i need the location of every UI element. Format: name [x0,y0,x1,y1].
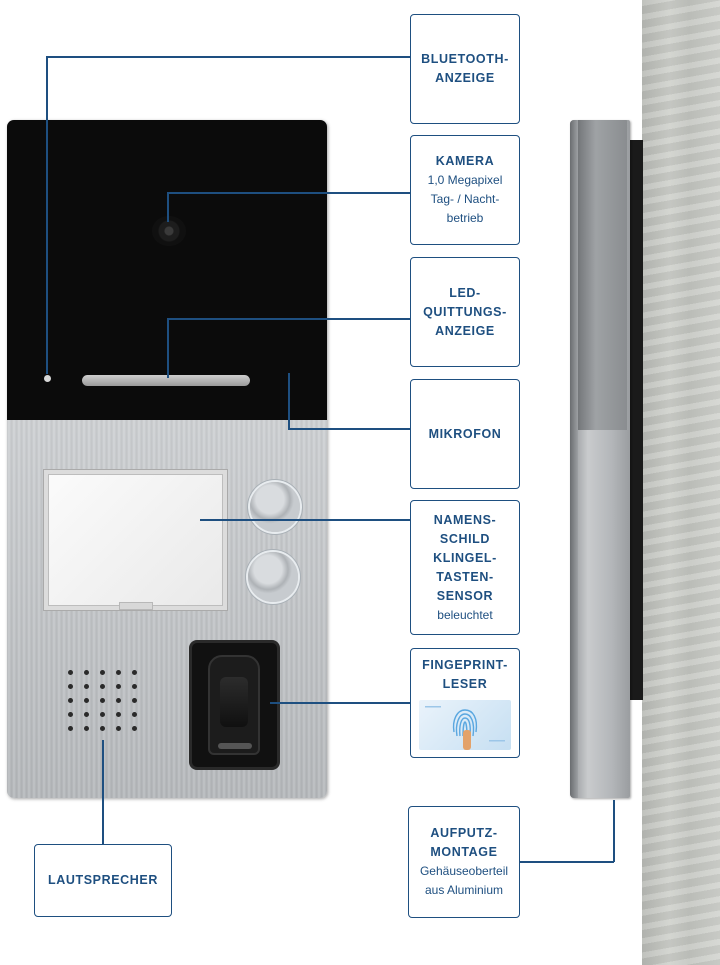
connector-fingerprint [270,702,410,704]
connector-kamera-v [167,192,169,222]
connector-mikrofon-h [288,428,410,430]
callout-mikrofon: MIKROFON [410,379,520,489]
callout-kamera-line-3: betrieb [446,211,484,225]
camera-lens-icon [152,216,186,246]
callout-led-title-1: LED- [449,285,481,300]
callout-namensschild: NAMENS- SCHILD KLINGEL- TASTEN- SENSOR b… [410,500,520,635]
side-view-backplate [627,140,643,700]
connector-aufputz-v [613,800,615,862]
callout-kamera-title: KAMERA [435,154,495,168]
callout-lautsprecher: LAUTSPRECHER [34,844,172,917]
fingerprint-reader[interactable] [189,640,280,770]
callout-namensschild-title-1: NAMENS- [433,512,497,527]
callout-namensschild-title-4: TASTEN- [436,569,494,584]
side-view-edge [570,120,578,798]
led-status-bar [82,375,250,386]
callout-kamera: KAMERA 1,0 Megapixel Tag- / Nacht- betri… [410,135,520,245]
connector-bluetooth-v [46,56,48,374]
callout-fingerprint: FINGEPRINT- LESER [410,648,520,758]
fingerprint-reader-bar [218,743,252,749]
doorbell-button-icon[interactable] [250,482,300,532]
callout-mikrofon-title: MIKROFON [428,426,502,441]
connector-mikrofon-v [288,373,290,429]
callout-led: LED- QUITTUNGS- ANZEIGE [410,257,520,367]
callout-kamera-line-2: Tag- / Nacht- [430,192,500,206]
callout-bluetooth: BLUETOOTH- ANZEIGE [410,14,520,124]
connector-namensschild [200,519,410,521]
callout-lautsprecher-title: LAUTSPRECHER [48,873,158,887]
fingerprint-reader-housing [208,655,260,755]
wall-background [642,0,720,965]
connector-lautsprecher [102,740,104,844]
callout-namensschild-line-1: beleuchtet [437,607,493,622]
connector-aufputz-h [520,861,614,863]
doorbell-button-icon[interactable] [248,552,298,602]
connector-kamera-h [167,192,410,194]
callout-aufputz: AUFPUTZ- MONTAGE Gehäuseoberteil aus Alu… [408,806,520,918]
callout-led-title-2: QUITTUNGS- [423,304,507,319]
nameplate-window [44,470,227,610]
callout-kamera-line-1: 1,0 Megapixel [427,173,503,187]
side-view-top-cap [575,120,627,430]
connector-led-v [167,318,169,378]
callout-aufputz-title-2: MONTAGE [430,845,498,859]
bluetooth-led-icon [44,375,51,382]
callout-aufputz-line-2: aus Aluminium [424,883,504,897]
callout-led-title-3: ANZEIGE [435,323,495,338]
callout-namensschild-title-3: KLINGEL- [433,550,497,565]
speaker-grille-icon [62,665,142,735]
callout-namensschild-title-2: SCHILD [439,531,491,546]
nameplate-tab [119,602,153,610]
callout-aufputz-line-1: Gehäuseoberteil [419,864,509,878]
callout-aufputz-title-1: AUFPUTZ- [430,826,498,840]
callout-fingerprint-title-1: FINGEPRINT- [422,658,508,672]
door-station-front-panel [7,120,327,798]
fingerprint-sensor-window [220,677,248,727]
callout-bluetooth-title-1: BLUETOOTH- [421,52,509,66]
connector-bluetooth-h [46,56,410,58]
callout-namensschild-title-5: SENSOR [436,588,494,603]
callout-bluetooth-title-2: ANZEIGE [435,71,495,85]
fingerprint-icon [419,700,511,750]
connector-led-h [167,318,410,320]
callout-fingerprint-title-2: LESER [442,677,488,691]
